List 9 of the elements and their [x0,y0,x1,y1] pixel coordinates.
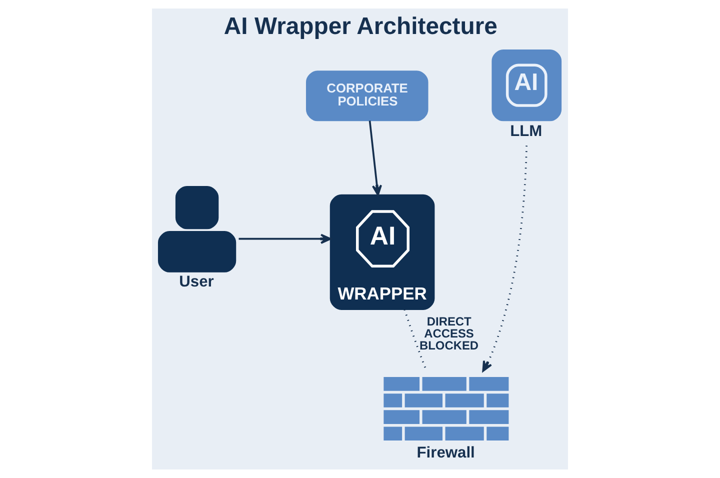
node-label: LLM [510,122,542,140]
arrow [368,120,382,196]
node-label: User [179,273,214,290]
node-label: Firewall [416,444,475,462]
arrow [238,234,332,244]
node-box: CORPORATE POLICIES [306,70,428,122]
edge-label: DIRECT ACCESS BLOCKED [420,314,479,352]
arrow [482,146,528,372]
diagram-title: AI Wrapper Architecture [224,13,498,40]
